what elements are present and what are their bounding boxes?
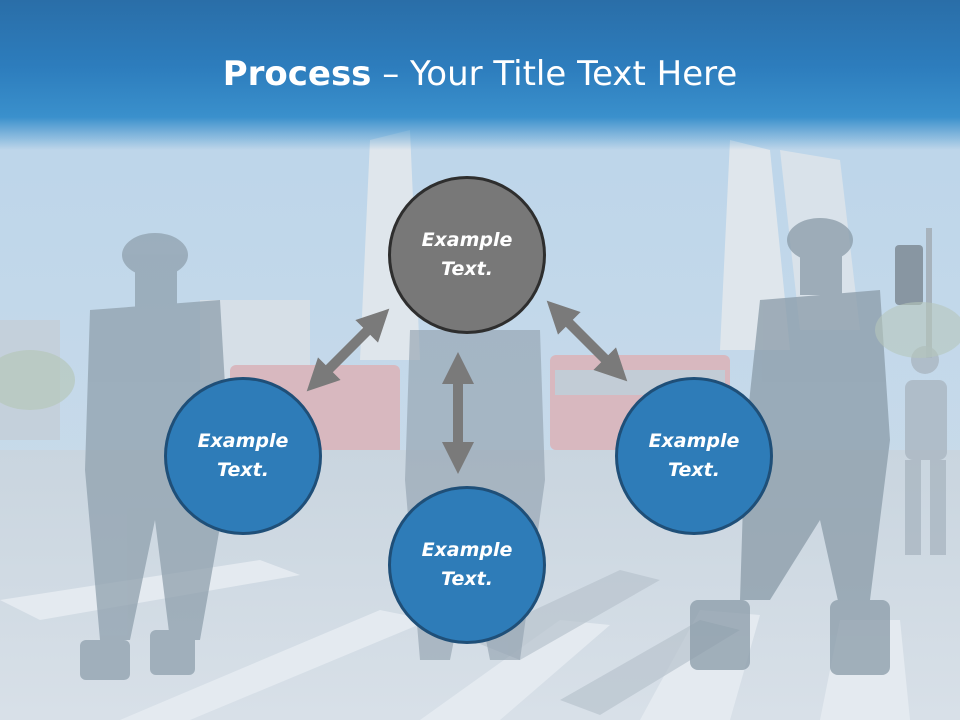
process-circle-left[interactable]: Example Text. [164, 377, 322, 535]
circle-label: Example Text. [197, 430, 289, 481]
process-circle-right[interactable]: Example Text. [615, 377, 773, 535]
process-circle-top[interactable]: Example Text. [388, 176, 546, 334]
title-banner [0, 0, 960, 150]
process-circle-bottom[interactable]: Example Text. [388, 486, 546, 644]
title-bold: Process [222, 54, 372, 94]
circle-label: Example Text. [421, 229, 513, 280]
page-title: Process – Your Title Text Here [0, 52, 960, 96]
circle-label: Example Text. [421, 539, 513, 590]
title-rest: – Your Title Text Here [371, 54, 738, 94]
circle-label: Example Text. [648, 430, 740, 481]
